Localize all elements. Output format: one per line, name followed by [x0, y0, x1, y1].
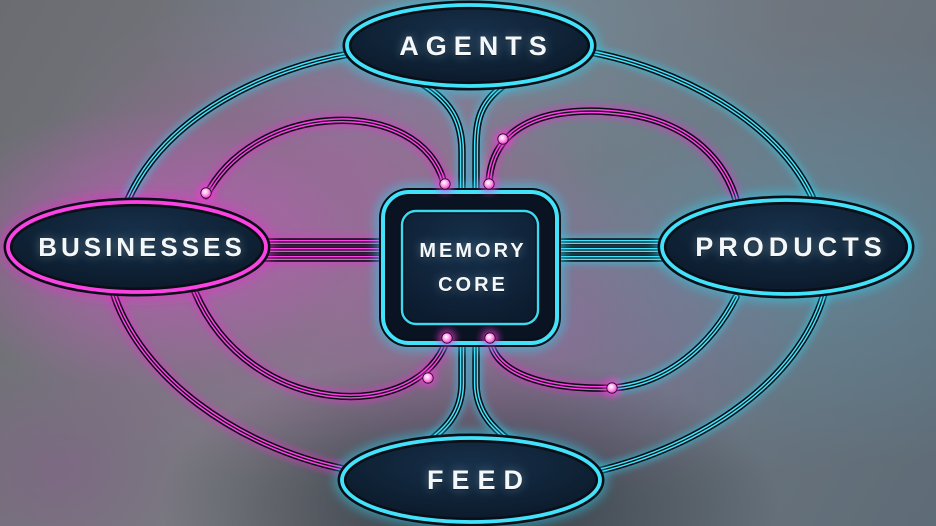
memory-core-label-line1: MEMORY [419, 239, 527, 262]
node-agents-shape [342, 0, 597, 91]
node-businesses-label: BUSINESSES [38, 231, 246, 262]
connector-dot [439, 178, 451, 190]
node-products-label: PRODUCTS [695, 231, 887, 262]
connector-dot [441, 332, 453, 344]
memory-core-label: MEMORY CORE [385, 194, 558, 341]
node-products-shape [657, 195, 915, 299]
connector-dot [606, 382, 618, 394]
connector-dots [200, 133, 618, 394]
connector-dot [484, 332, 496, 344]
connector-dot [422, 372, 434, 384]
connector-dot [497, 133, 509, 145]
node-businesses-shape [3, 197, 271, 297]
memory-core-label-line2: CORE [438, 273, 508, 296]
node-feed-shape [337, 433, 605, 526]
memory-core-shape [379, 188, 561, 347]
connector-dot [200, 187, 212, 199]
node-feed-label: FEED [426, 464, 531, 495]
node-agents-label: AGENTS [399, 30, 554, 61]
connector-dot [483, 178, 495, 190]
